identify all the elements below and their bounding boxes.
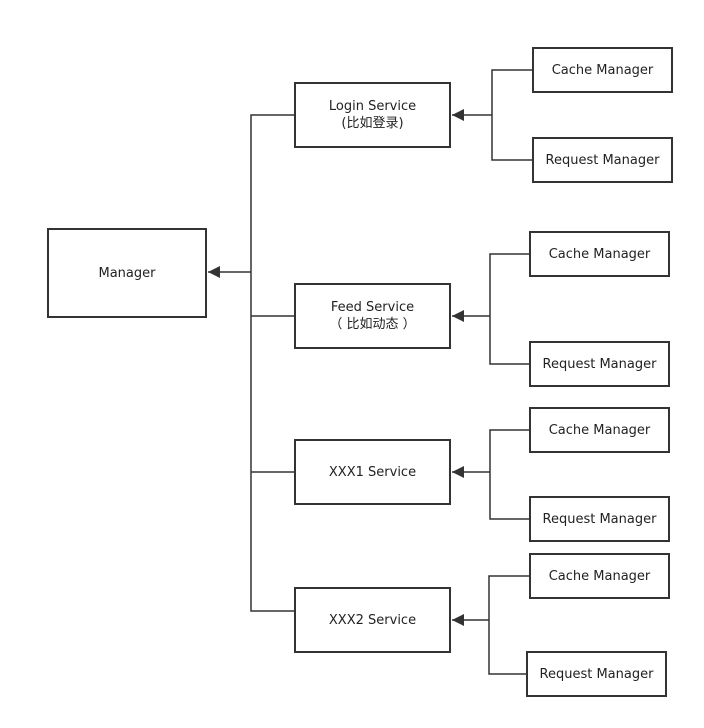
feed-children-connector — [489, 253, 530, 365]
login-service-subtitle: (比如登录) — [341, 116, 404, 131]
login-request-manager-label: Request Manager — [545, 152, 660, 168]
login-cache-manager-label: Cache Manager — [551, 62, 654, 78]
feed-service-node: Feed Service （ 比如动态 ） — [294, 283, 451, 349]
trunk-line — [250, 114, 295, 612]
feed-service-subtitle: （ 比如动态 ） — [329, 317, 416, 332]
xxx2-request-manager-label: Request Manager — [539, 666, 654, 682]
login-cache-manager-node: Cache Manager — [532, 47, 673, 93]
xxx1-cache-manager-label: Cache Manager — [548, 422, 651, 438]
manager-label: Manager — [98, 265, 156, 281]
login-service-title: Login Service — [328, 99, 417, 114]
xxx1-request-manager-node: Request Manager — [529, 496, 670, 542]
xxx1-request-manager-label: Request Manager — [542, 511, 657, 527]
login-service-node: Login Service (比如登录) — [294, 82, 451, 148]
feed-cache-manager-node: Cache Manager — [529, 231, 670, 277]
feed-service-title: Feed Service — [330, 300, 415, 315]
login-children-connector — [491, 69, 533, 161]
xxx1-children-connector — [489, 429, 530, 520]
feed-request-manager-node: Request Manager — [529, 341, 670, 387]
xxx1-service-title: XXX1 Service — [328, 464, 417, 480]
login-request-manager-node: Request Manager — [532, 137, 673, 183]
xxx2-cache-manager-node: Cache Manager — [529, 553, 670, 599]
xxx1-cache-manager-node: Cache Manager — [529, 407, 670, 453]
xxx2-service-title: XXX2 Service — [328, 612, 417, 628]
xxx2-request-manager-node: Request Manager — [526, 651, 667, 697]
manager-node: Manager — [47, 228, 207, 318]
feed-cache-manager-label: Cache Manager — [548, 246, 651, 262]
xxx2-service-node: XXX2 Service — [294, 587, 451, 653]
xxx2-children-connector — [488, 575, 530, 675]
feed-request-manager-label: Request Manager — [542, 356, 657, 372]
xxx1-service-node: XXX1 Service — [294, 439, 451, 505]
xxx2-cache-manager-label: Cache Manager — [548, 568, 651, 584]
